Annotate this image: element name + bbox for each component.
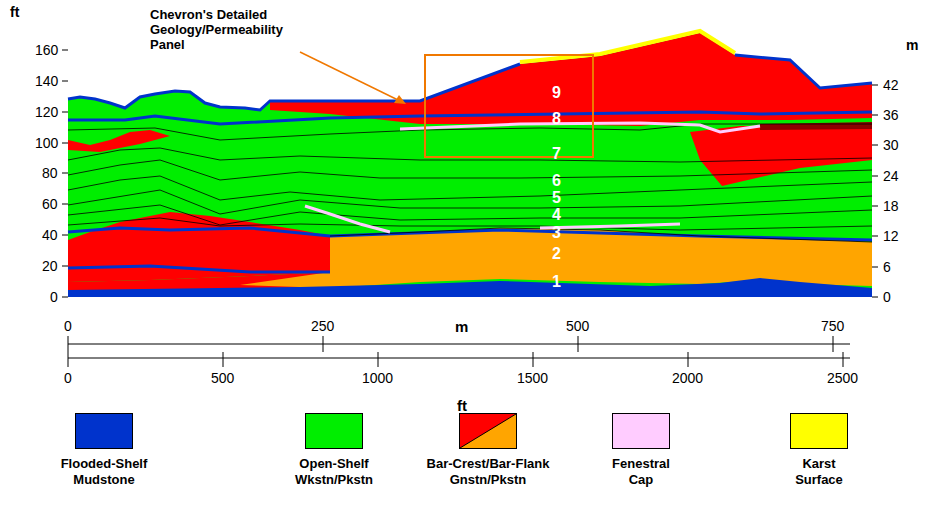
tick-value: 100	[35, 135, 58, 151]
tick-value: 24	[883, 168, 899, 184]
scale-value: 750	[821, 318, 844, 334]
legend-text: Flooded-Shelf Mudstone	[44, 456, 164, 487]
tick-value: 30	[883, 137, 899, 153]
scale-unit: ft	[457, 397, 467, 414]
layer-number: 8	[552, 110, 561, 128]
tick-value: 60	[42, 196, 58, 212]
tick-value: 140	[35, 73, 58, 89]
tick-value: 6	[883, 259, 891, 275]
legend-text: Karst Surface	[784, 456, 854, 487]
tick-value: 20	[42, 258, 58, 274]
legend-swatch	[790, 413, 848, 449]
scale-value: 0	[64, 370, 72, 386]
scale-value: 1000	[362, 370, 393, 386]
tick-value: 18	[883, 198, 899, 214]
layer-number: 1	[552, 273, 561, 291]
scale-value: 2500	[827, 370, 858, 386]
callout-text: Chevron's Detailed Geology/Permeability …	[150, 8, 295, 53]
layer-number: 5	[552, 189, 561, 207]
layer-number: 9	[552, 84, 561, 102]
legend-swatch	[459, 413, 517, 449]
tick-value: 120	[35, 104, 58, 120]
tick-value: 42	[883, 77, 899, 93]
scale-value: 0	[64, 318, 72, 334]
scale-value: 500	[211, 370, 234, 386]
layer-number: 7	[552, 145, 561, 163]
legend-swatch	[612, 413, 670, 449]
tick-value: 36	[883, 107, 899, 123]
scale-value: 500	[566, 318, 589, 334]
scale-unit: m	[455, 318, 468, 335]
tick-value: 0	[883, 289, 891, 305]
legend-swatch	[75, 413, 133, 449]
tick-value: 80	[42, 165, 58, 181]
layer-number: 3	[552, 224, 561, 242]
tick-value: 0	[50, 289, 58, 305]
layer-number: 6	[552, 172, 561, 190]
split-swatch	[460, 414, 516, 448]
scale-value: 250	[311, 318, 334, 334]
axis-unit: ft	[10, 4, 19, 20]
legend-swatch	[305, 413, 363, 449]
legend-text: Fenestral Cap	[601, 456, 681, 487]
layer-number: 4	[552, 206, 561, 224]
scale-value: 1500	[517, 370, 548, 386]
legend-text: Bar-Crest/Bar-Flank Gnstn/Pkstn	[413, 456, 563, 487]
layer-number: 2	[552, 245, 561, 263]
axis-unit: m	[906, 37, 918, 53]
tick-value: 40	[42, 227, 58, 243]
tick-value: 160	[35, 42, 58, 58]
legend-text: Open-Shelf Wkstn/Pkstn	[274, 456, 394, 487]
tick-value: 12	[883, 228, 899, 244]
scale-value: 2000	[672, 370, 703, 386]
